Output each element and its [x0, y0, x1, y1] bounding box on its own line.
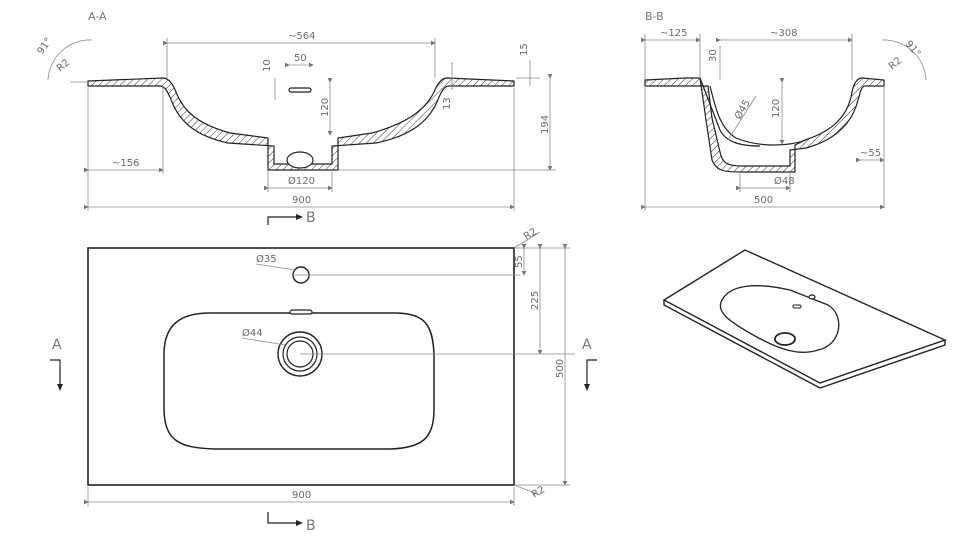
dim-radius-bottom: R2	[530, 484, 547, 500]
section-aa-title: A-A	[88, 10, 107, 23]
iso-overflow	[792, 304, 802, 309]
section-marker-a-right: A	[582, 337, 597, 391]
cut-b-label-bottom: B	[306, 518, 316, 534]
dim-angle-bb: 91°	[903, 39, 923, 60]
dim-depth-bb: 120	[771, 99, 782, 118]
dim-overall-depth-bb: 500	[754, 195, 773, 206]
dim-left-bb: ~125	[660, 28, 687, 39]
dim-total-height-aa: 194	[540, 115, 551, 134]
overflow-slot-plan	[289, 309, 313, 315]
section-marker-b-bottom: B	[267, 512, 316, 534]
dim-overflow-width: 50	[294, 53, 307, 64]
dim-overflow-height: 10	[262, 59, 273, 72]
dim-top-width-bb: ~308	[770, 28, 797, 39]
iso-tap-hole	[808, 294, 816, 300]
dim-angle-aa: 91°	[35, 36, 54, 57]
dim-depth-overflow-aa: 120	[320, 98, 331, 117]
dim-drain-hole: Ø44	[242, 327, 263, 339]
dimensions-aa: ~564 50 10 120 13 15 194 ~156	[35, 31, 556, 211]
dim-drain-aa: Ø120	[288, 175, 315, 187]
dim-radius-bb: R2	[887, 55, 904, 72]
dim-radius-aa: R2	[55, 57, 72, 74]
dim-hole-bb: Ø45	[732, 98, 753, 122]
basin-profile-aa	[87, 77, 515, 171]
section-b-b: B-B ~125 ~308 30 Ø45 120	[641, 10, 927, 211]
basin-profile-bb	[644, 77, 885, 173]
dim-right-offset-bb: ~55	[860, 148, 881, 159]
dim-plan-depth: 500	[555, 359, 566, 378]
dimensions-bb: ~125 ~308 30 Ø45 120 ~55 Ø48	[641, 28, 927, 211]
overflow-channel-bb	[699, 77, 761, 147]
bowl-outline	[163, 312, 435, 450]
plan-view: Ø35 Ø44 55 225 500 900 R2 R2	[50, 210, 597, 534]
dim-radius-top: R2	[522, 226, 539, 242]
iso-front-edge	[663, 300, 946, 389]
dim-left-offset-aa: ~156	[112, 158, 139, 169]
inner-bowl-bb	[709, 85, 807, 146]
section-bb-title: B-B	[645, 10, 664, 23]
overflow-slot-aa	[288, 87, 312, 93]
iso-top-surface	[662, 249, 947, 384]
dim-bowl-depth-aa: 13	[442, 97, 453, 110]
section-a-a: A-A ~564 50 10 120 13	[35, 10, 556, 211]
dim-overflow-offset-bb: 30	[708, 49, 719, 62]
cut-a-label-left: A	[52, 337, 62, 353]
dim-top-offset: 55	[514, 255, 525, 268]
cut-b-label-top: B	[306, 210, 316, 226]
dim-overall-width-aa: 900	[292, 195, 311, 206]
dim-top-width-aa: ~564	[288, 31, 315, 42]
section-marker-b-top: B	[267, 210, 316, 226]
section-marker-a-left: A	[50, 337, 63, 391]
dim-plan-width: 900	[292, 490, 311, 501]
dim-rim-aa: 15	[519, 43, 530, 56]
dim-drain-bb: Ø48	[774, 175, 795, 187]
countertop-outline	[87, 247, 515, 486]
isometric-view	[662, 249, 947, 389]
drain-opening-aa	[286, 151, 314, 169]
dim-tap-hole: Ø35	[256, 253, 277, 265]
dimensions-plan: Ø35 Ø44 55 225 500 900 R2 R2	[84, 226, 575, 506]
iso-drain	[774, 332, 796, 346]
dim-center-offset: 225	[530, 291, 541, 310]
iso-bowl	[719, 285, 840, 353]
cut-a-label-right: A	[582, 337, 592, 353]
